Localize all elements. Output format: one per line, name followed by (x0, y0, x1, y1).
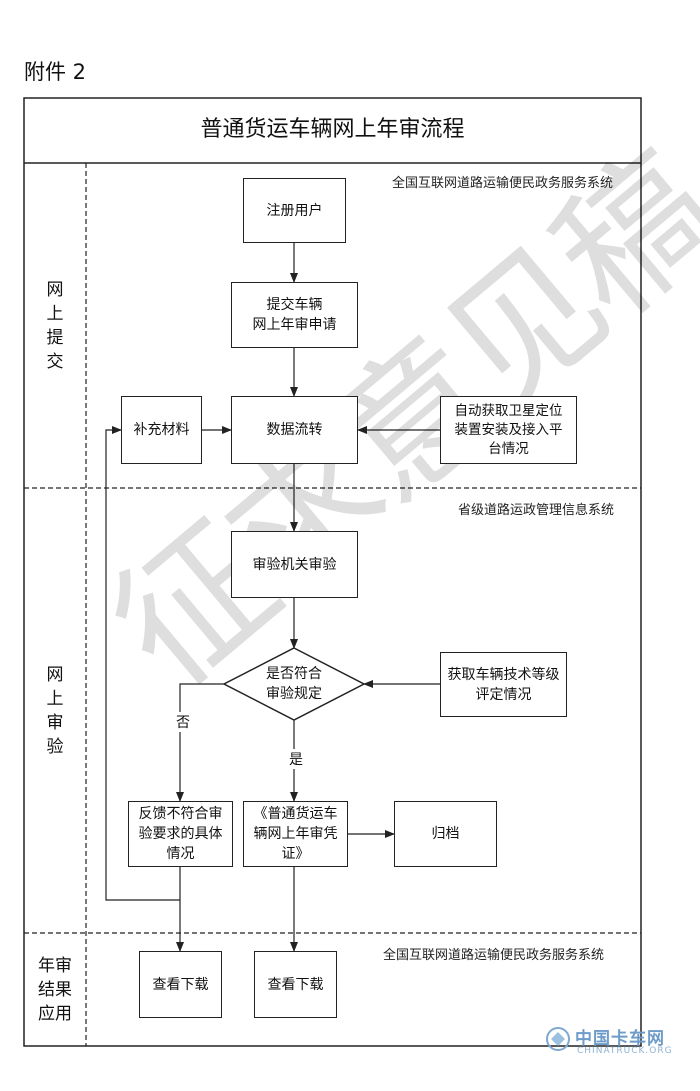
node-decision-label: 是否符合 审验规定 (266, 666, 322, 702)
node-auto-fetch-gps: 自动获取卫星定位 装置安装及接入平 台情况 (440, 396, 577, 464)
node-authority-review: 审验机关审验 (231, 531, 358, 598)
outer-frame (23, 97, 642, 1047)
lane-label-result: 年审 结果 应用 (38, 956, 72, 1024)
lane-label-review: 网 上 审 验 (46, 665, 64, 757)
node-download-right: 查看下载 (254, 951, 337, 1018)
system-label-provincial: 省级道路运政管理信息系统 (458, 503, 615, 518)
node-feedback: 反馈不符合审 验要求的具体 情况 (128, 801, 233, 867)
logo-name-en: CHINATRUCK.ORG (577, 1046, 673, 1056)
decision-diamond (222, 647, 366, 721)
node-certificate: 《普通货运车 辆网上年审凭 证》 (243, 801, 348, 867)
truck-logo-icon (546, 1027, 570, 1051)
system-label-national-bottom: 全国互联网道路运输便民政务服务系统 (383, 948, 605, 963)
site-logo: 中国卡车网 CHINATRUCK.ORG (545, 1022, 695, 1072)
attachment-label: 附件 2 (24, 60, 87, 84)
edge-label-yes: 是 (288, 749, 304, 769)
node-data-transfer: 数据流转 (231, 396, 358, 464)
lane-label-submit: 网 上 提 交 (46, 280, 64, 372)
node-register-user: 注册用户 (243, 178, 346, 243)
node-download-left: 查看下载 (139, 951, 222, 1018)
page-title: 普通货运车辆网上年审流程 (200, 117, 465, 142)
edge-label-no: 否 (175, 712, 191, 732)
node-tech-grade: 获取车辆技术等级 评定情况 (440, 652, 567, 717)
node-archive: 归档 (394, 801, 497, 867)
node-submit-application: 提交车辆 网上年审申请 (231, 282, 358, 348)
system-label-national-top: 全国互联网道路运输便民政务服务系统 (392, 176, 614, 191)
logo-name-cn: 中国卡车网 (575, 1029, 665, 1049)
node-supplement-material: 补充材料 (121, 396, 202, 464)
